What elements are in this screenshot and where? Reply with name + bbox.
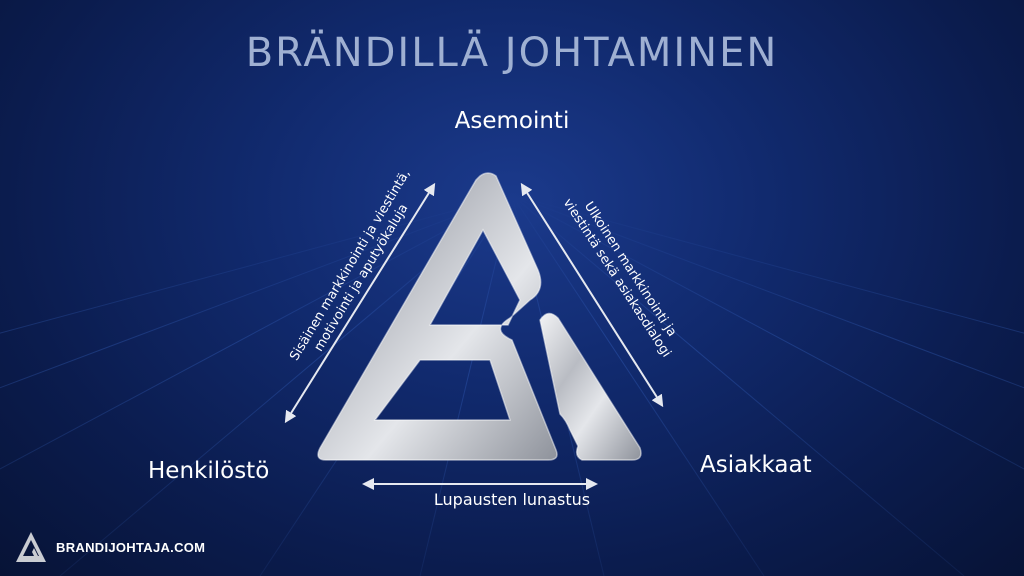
vertex-label-top: Asemointi <box>454 108 570 134</box>
right-edge-arrow <box>520 182 664 408</box>
bj-logo-icon <box>16 532 46 562</box>
footer: BRANDIJOHTAJA.COM <box>14 530 205 564</box>
vertex-label-right: Asiakkaat <box>700 452 812 478</box>
site-url: BRANDIJOHTAJA.COM <box>56 539 206 555</box>
vertex-label-left: Henkilöstö <box>148 458 270 484</box>
edge-arrows <box>284 182 664 490</box>
page-title: BRÄNDILLÄ JOHTAMINEN <box>245 30 779 76</box>
bottom-edge-caption: Lupausten lunastus <box>433 490 591 509</box>
left-edge-arrow <box>284 182 436 424</box>
